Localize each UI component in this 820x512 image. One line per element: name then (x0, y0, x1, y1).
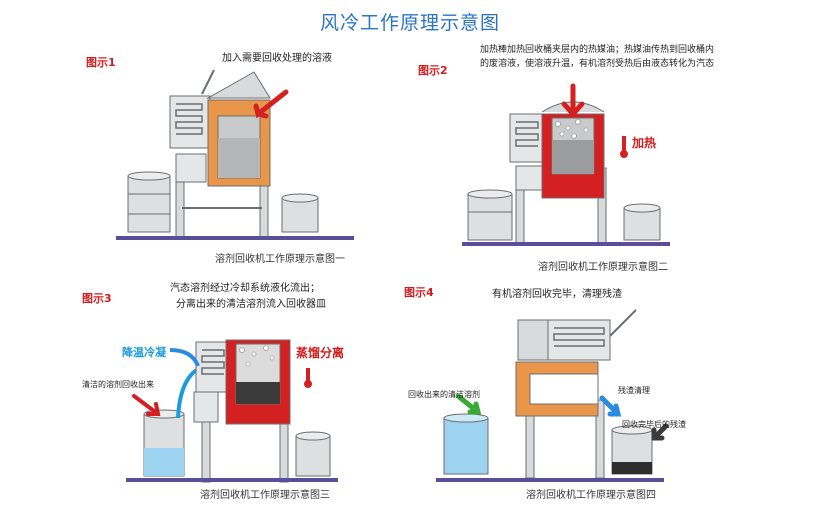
panel3-barrel-right (295, 431, 331, 477)
panel4-caption: 溶剂回收机工作原理示意图四 (526, 490, 656, 501)
panel3-diagram (126, 339, 338, 483)
panel2-heat-label: 加热 (632, 136, 657, 150)
page-title: 风冷工作原理示意图 (319, 12, 500, 34)
panel3-caption: 溶剂回收机工作原理示意图三 (200, 490, 330, 501)
panel1-caption: 溶剂回收机工作原理示意图一 (215, 254, 345, 265)
panel4-note: 有机溶剂回收完毕，清理残渣 (492, 289, 622, 300)
panel1-note: 加入需要回收处理的溶液 (222, 53, 332, 64)
panel3-note-line1: 汽态溶剂经过冷却系统液化流出； (170, 283, 320, 294)
panel2-caption: 溶剂回收机工作原理示意图二 (538, 262, 668, 273)
panel3-cool-label: 降温冷凝 (122, 346, 166, 359)
panel4-barrel-left (443, 413, 489, 475)
panel4-tag: 图示4 (404, 286, 434, 299)
panel3-distill-label: 蒸馏分离 (296, 346, 345, 360)
panel1-tag: 图示1 (86, 56, 116, 69)
panel1-diagram (116, 69, 354, 240)
panel3-barrel-left (143, 409, 185, 477)
panel3-note-line2: 分离出来的清洁溶剂流入回收器皿 (176, 299, 326, 310)
panel1-barrel-left (127, 171, 171, 233)
panel2-barrel-left (467, 189, 513, 241)
panel1-barrel-right (281, 193, 319, 233)
panel2-diagram (462, 83, 670, 246)
panel3-tag: 图示3 (82, 292, 112, 305)
panel4-diagram (436, 309, 669, 482)
panel4-recovered-label: 回收出来的清洁溶剂 (408, 390, 480, 399)
panel4-residue-done-label: 回收完毕后的残渣 (622, 420, 686, 429)
panel4-barrel-right (611, 425, 653, 475)
panel2-barrel-right (623, 203, 661, 241)
panel2-note-line2: 的废溶液，使溶液升温，有机溶剂受热后由液态转化为汽态 (480, 59, 715, 69)
panel4-clean-residue-label: 残渣清理 (618, 386, 650, 395)
panel2-note-line1: 加热棒加热回收桶夹层内的热媒油；热媒油传热到回收桶内 (480, 45, 715, 55)
panel3-clean-label: 清洁的溶剂回收出来 (82, 380, 154, 389)
panel2-tag: 图示2 (418, 64, 448, 77)
